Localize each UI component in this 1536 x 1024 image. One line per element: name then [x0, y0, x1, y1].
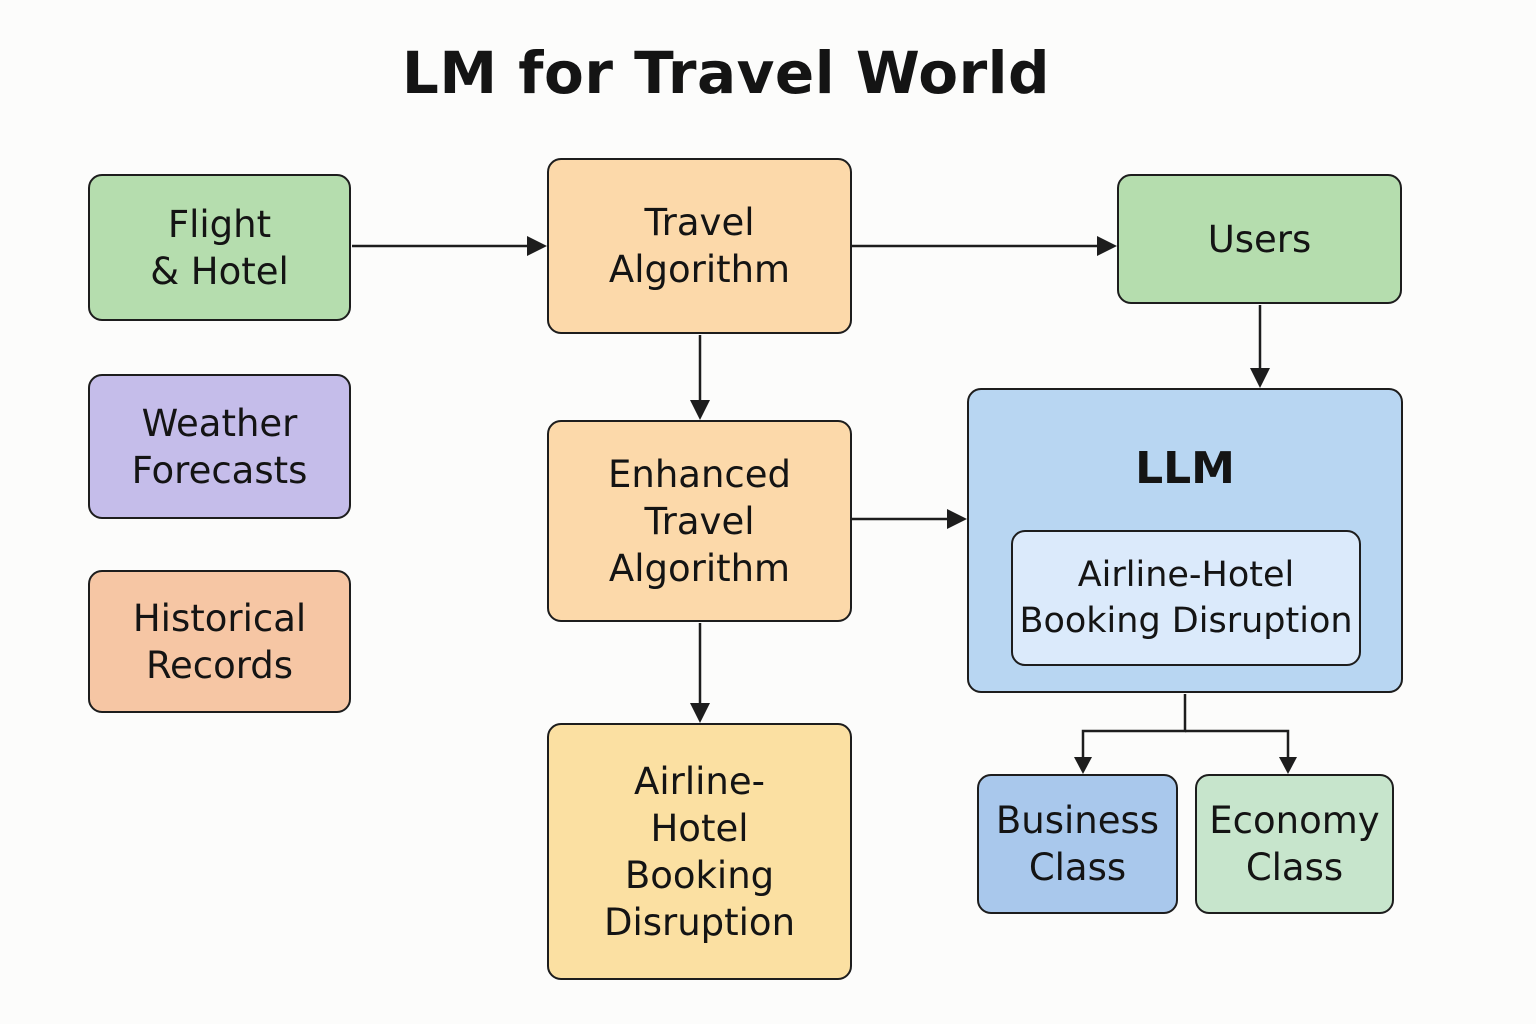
node-llm-booking-disruption: Airline-Hotel Booking Disruption [1011, 530, 1361, 666]
node-economy-class: Economy Class [1195, 774, 1394, 914]
node-llm: LLM Airline-Hotel Booking Disruption [967, 388, 1403, 693]
node-enhanced-travel-algorithm: Enhanced Travel Algorithm [547, 420, 852, 622]
arrow-llm-to-economy [1185, 729, 1290, 758]
arrowhead-llm-top-in [1250, 368, 1270, 388]
arrowhead-disruption-in [690, 703, 710, 723]
node-booking-disruption: Airline- Hotel Booking Disruption [547, 723, 852, 980]
arrowhead-users-in [1097, 236, 1117, 256]
arrowhead-business-in [1074, 757, 1092, 774]
node-business-class: Business Class [977, 774, 1178, 914]
arrow-llm-to-business [1081, 694, 1187, 758]
arrowhead-economy-in [1279, 757, 1297, 774]
arrowhead-enhanced-in [690, 400, 710, 420]
arrowhead-travel-in [527, 236, 547, 256]
node-historical-records: Historical Records [88, 570, 351, 713]
node-travel-algorithm: Travel Algorithm [547, 158, 852, 334]
llm-label: LLM [1135, 443, 1235, 494]
node-weather-forecasts: Weather Forecasts [88, 374, 351, 519]
diagram-title: LM for Travel World [401, 39, 1051, 107]
node-users: Users [1117, 174, 1402, 304]
node-flight-hotel: Flight & Hotel [88, 174, 351, 321]
arrowhead-llm-left-in [947, 509, 967, 529]
